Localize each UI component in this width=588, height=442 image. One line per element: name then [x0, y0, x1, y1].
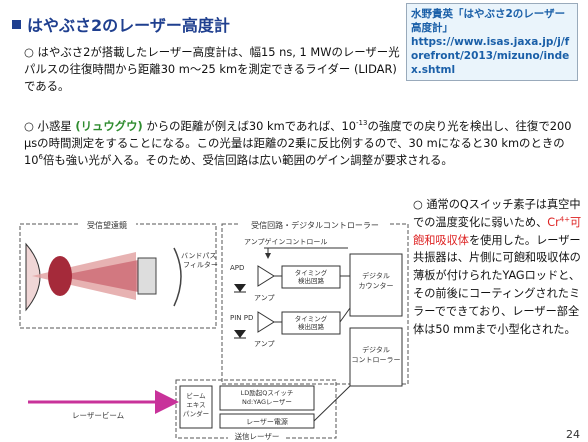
paragraph-q-switch: ○ 通常のQスイッチ素子は真空中での温度変化に弱いため、Cr4+可飽和吸収体を使… [413, 196, 583, 338]
laser-beam-label: レーザービーム [72, 411, 124, 420]
pinpd-diode [234, 330, 246, 338]
p3-cr-text: Cr [547, 215, 560, 229]
reference-url[interactable]: https://www.isas.jaxa.jp/j/forefront/201… [411, 36, 570, 76]
paragraph-lidar-intro: ○ はやぶさ2が搭載したレーザー高度計は、幅15 ns, 1 MWのレーザー光パ… [24, 45, 400, 93]
digital-counter-label: デジタルカウンター [359, 271, 394, 290]
light-cone-2 [58, 258, 148, 294]
pinpd-label: PIN PD [230, 314, 253, 322]
page-number: 24 [566, 428, 580, 441]
p3-text-2: を使用した。レーザー共振器は、片側に可飽和吸収体の薄板が付けられたYAGロッドと… [413, 233, 581, 336]
transmit-laser-label: 送信レーザー [235, 431, 280, 441]
reference-author-title: 水野貴英「はやぶさ2のレーザー高度計」 [411, 8, 566, 34]
amp-2-label: アンプ [254, 340, 275, 348]
focus-beam [48, 256, 72, 296]
laser-power-label: レーザー電源 [246, 417, 288, 426]
ld-laser-box [219, 385, 315, 411]
p2-exponent-1: -13 [356, 119, 368, 128]
controller-label-bg [240, 218, 390, 231]
amp-1-label: アンプ [254, 294, 275, 302]
beam-expander-label: ビームエキスパンダー [183, 391, 209, 418]
p2-text-1: からの距離が例えば30 kmであれば、10 [142, 119, 357, 133]
beam-expander-box [179, 385, 213, 429]
controller-label: 受信回路・デジタルコントローラー [251, 220, 379, 230]
timing-box-1 [281, 265, 341, 289]
slide-title: はやぶさ2のレーザー高度計 [12, 12, 230, 36]
paragraph-ryugu-distance: ○ 小惑星 (リュウグウ) からの距離が例えば30 kmであれば、10-13の強… [24, 118, 580, 169]
apd-label: APD [230, 264, 244, 272]
p2-exponent-2: 6 [38, 153, 43, 162]
digital-controller-box [349, 327, 403, 387]
laser-altimeter-diagram: 受信望遠鏡 バンドパスフィルター 受信回路・デジタルコントローラー アンプゲイン… [19, 218, 409, 442]
digital-controller-label: デジタルコントローラー [352, 345, 401, 364]
reference-box: 水野貴英「はやぶさ2のレーザー高度計」 https://www.isas.jax… [406, 3, 578, 81]
gain-control-label: アンプゲインコントロール [244, 237, 327, 246]
bandpass-filter-block [137, 257, 157, 295]
timing-box-2 [281, 311, 341, 335]
telescope-label: 受信望遠鏡 [87, 220, 127, 230]
p2-ryugu-highlight: (リュウグウ) [75, 119, 143, 133]
apd-diode [234, 284, 246, 292]
p3-cr-superscript: 4+ [559, 215, 571, 224]
p3-absorber-text: 可飽和吸収体 [413, 215, 582, 247]
timing-1-label: タイミング検出回路 [295, 268, 328, 285]
secondary-mirror [173, 247, 182, 307]
p2-prefix: ○ 小惑星 [24, 119, 76, 133]
timing-2-label: タイミング検出回路 [295, 314, 328, 331]
amp-2 [257, 311, 275, 333]
primary-mirror [25, 242, 41, 312]
transmit-label-bg [228, 430, 286, 442]
p3-text-1: ○ 通常のQスイッチ素子は真空中での温度変化に弱いため、 [413, 198, 581, 229]
title-bullet-icon [12, 20, 21, 29]
p2-text-3: 倍も強い光が入る。そのため、受信回路は広い範囲のゲイン調整が要求される。 [42, 153, 453, 167]
digital-counter-box [349, 253, 403, 317]
telescope-label-bg [78, 218, 136, 231]
slide-title-text: はやぶさ2のレーザー高度計 [27, 16, 230, 35]
bandpass-label: バンドパスフィルター [181, 252, 218, 269]
p2-text-2: の強度での戻り光を検出し、往復で200 μsの時間測定をすることになる。この光量… [24, 119, 572, 167]
amp-1 [257, 265, 275, 287]
